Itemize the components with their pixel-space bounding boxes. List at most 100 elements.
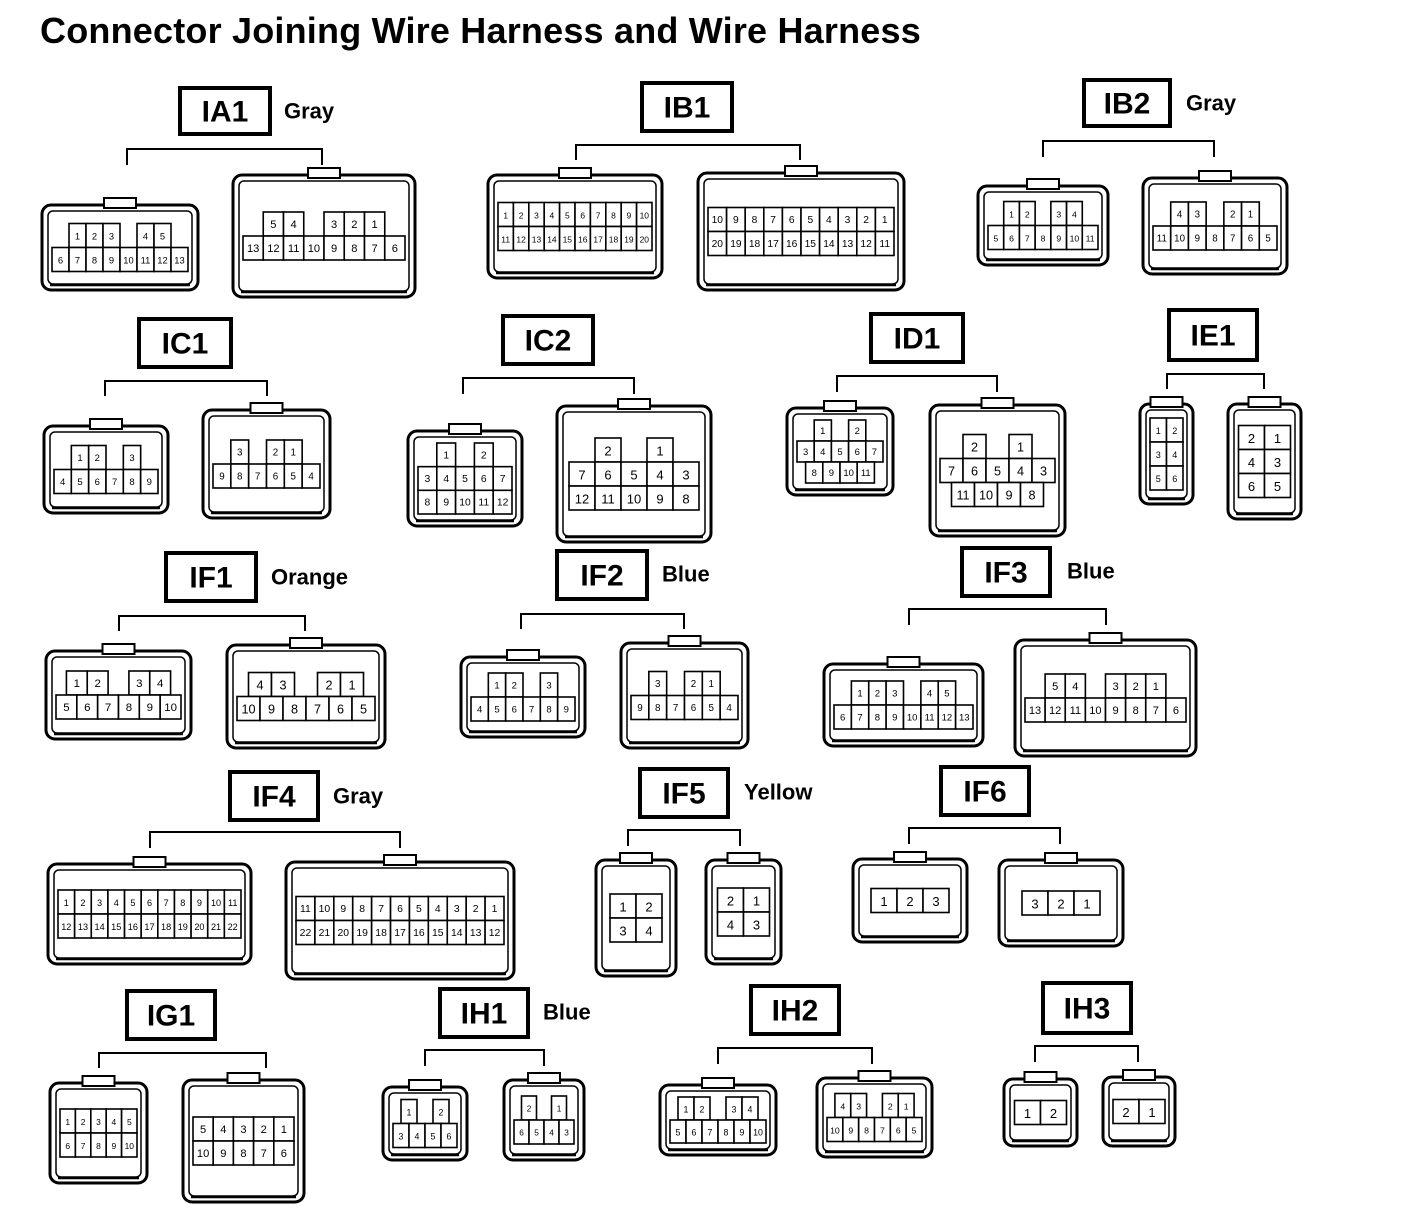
pin-number: 12 xyxy=(516,235,526,245)
pin-cell xyxy=(383,235,406,261)
pin-number: 6 xyxy=(392,243,398,255)
pin-number: 13 xyxy=(78,922,88,932)
pin-number: 10 xyxy=(830,1126,840,1136)
pin-number: 3 xyxy=(279,679,286,693)
pin-cell xyxy=(896,887,924,914)
pin-number: 3 xyxy=(803,447,808,458)
pin-number: 16 xyxy=(786,239,798,250)
pin-number: 1 xyxy=(1017,441,1024,455)
pair-bracket xyxy=(98,1052,267,1068)
pin-number: 3 xyxy=(682,468,689,483)
pin-number: 5 xyxy=(360,703,367,717)
pin-number: 8 xyxy=(351,243,357,255)
pin-number: 2 xyxy=(351,219,357,231)
pin-number: 8 xyxy=(425,498,431,509)
pin-number: 5 xyxy=(462,474,468,485)
pin-number: 12 xyxy=(942,713,953,724)
pin-number: 6 xyxy=(481,474,487,485)
pin-number: 10 xyxy=(459,498,471,509)
pin-number: 20 xyxy=(337,928,349,939)
pin-number: 18 xyxy=(749,239,761,250)
connector-code-box xyxy=(137,317,233,369)
pin-number: 9 xyxy=(1056,234,1061,244)
lock-tab xyxy=(289,637,323,649)
pin-number: 8 xyxy=(180,898,185,908)
pin-number: 12 xyxy=(267,243,279,255)
pin-number: 6 xyxy=(1248,479,1255,494)
pin-number: 2 xyxy=(95,453,100,464)
pin-number: 9 xyxy=(1005,489,1012,503)
pin-number: 2 xyxy=(1122,1105,1129,1120)
pin-number: 13 xyxy=(959,713,970,724)
pin-number: 2 xyxy=(481,450,487,461)
pin-cell xyxy=(492,489,513,515)
pin-number: 7 xyxy=(857,713,862,724)
pin-number: 7 xyxy=(596,211,601,221)
pin-cell xyxy=(1263,424,1292,451)
pin-number: 10 xyxy=(319,904,331,915)
pin-number: 3 xyxy=(1031,897,1038,912)
pin-number: 17 xyxy=(394,928,406,939)
pin-number: 18 xyxy=(161,922,171,932)
pin-number: 13 xyxy=(1029,705,1041,717)
pin-number: 9 xyxy=(829,468,834,479)
pin-number: 5 xyxy=(676,1128,681,1138)
pin-cell xyxy=(1165,465,1184,491)
pin-number: 11 xyxy=(1086,234,1095,244)
pin-number: 15 xyxy=(432,928,444,939)
connector-code: IH3 xyxy=(1064,993,1111,1026)
pin-cell xyxy=(159,694,182,720)
pin-cell xyxy=(301,463,321,489)
lock-tab xyxy=(726,852,761,864)
pin-number: 4 xyxy=(443,474,449,485)
pin-number: 6 xyxy=(337,703,344,717)
pin-cell xyxy=(1258,225,1278,251)
pin-number: 2 xyxy=(971,441,978,455)
pair-bracket xyxy=(1034,1045,1139,1062)
pin-number: 9 xyxy=(109,256,114,266)
pin-number: 7 xyxy=(770,215,776,226)
connector-code-box xyxy=(438,987,530,1039)
pin-number: 6 xyxy=(512,705,517,716)
lock-tab xyxy=(1122,1069,1156,1081)
pin-number: 2 xyxy=(604,444,611,459)
pin-number: 2 xyxy=(80,898,85,908)
pin-number: 3 xyxy=(399,1132,404,1142)
pin-cell xyxy=(1039,1099,1068,1126)
pin-number: 3 xyxy=(129,453,134,464)
lock-tab xyxy=(1247,396,1282,408)
pin-number: 9 xyxy=(1112,705,1118,717)
pin-cell xyxy=(1237,472,1266,499)
pin-number: 4 xyxy=(927,689,933,700)
pin-number: 10 xyxy=(308,243,320,255)
pin-number: 20 xyxy=(194,922,204,932)
pin-number: 8 xyxy=(682,492,689,507)
pair-bracket xyxy=(462,377,635,394)
connector-color: Gray xyxy=(1186,91,1237,116)
pin-number: 8 xyxy=(1028,489,1035,503)
pin-number: 7 xyxy=(255,472,260,483)
pin-number: 7 xyxy=(578,468,585,483)
pin-number: 6 xyxy=(58,256,63,266)
connector-color: Orange xyxy=(271,565,348,590)
pin-number: 9 xyxy=(564,705,569,716)
pin-number: 6 xyxy=(971,465,978,479)
pin-number: 6 xyxy=(397,904,403,915)
pin-number: 13 xyxy=(174,256,184,266)
connector-code: IC1 xyxy=(162,328,209,361)
pin-cell xyxy=(856,461,876,484)
pin-number: 7 xyxy=(164,898,169,908)
lock-tab xyxy=(226,1072,261,1084)
pin-number: 5 xyxy=(291,472,297,483)
pin-number: 2 xyxy=(1230,210,1235,221)
pin-number: 8 xyxy=(291,703,298,717)
pin-number: 1 xyxy=(281,1124,287,1136)
